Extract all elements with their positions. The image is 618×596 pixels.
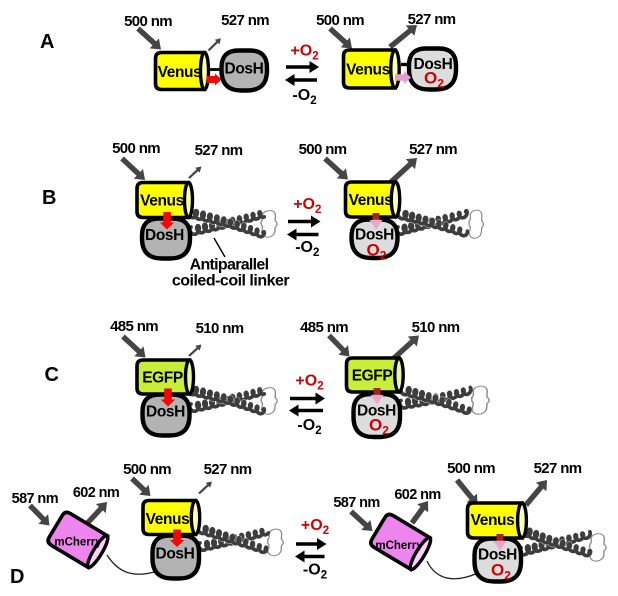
- svg-text:A: A: [40, 31, 54, 53]
- svg-text:587 nm: 587 nm: [333, 495, 379, 511]
- svg-text:Venus: Venus: [146, 511, 190, 528]
- svg-text:+O2: +O2: [301, 517, 329, 537]
- svg-text:Venus: Venus: [140, 193, 184, 210]
- svg-text:527 nm: 527 nm: [195, 142, 243, 159]
- svg-text:500 nm: 500 nm: [316, 12, 364, 29]
- svg-text:B: B: [42, 187, 56, 209]
- svg-text:500 nm: 500 nm: [112, 140, 160, 157]
- svg-text:D: D: [10, 566, 24, 588]
- svg-text:500 nm: 500 nm: [123, 461, 171, 478]
- svg-text:Venus: Venus: [471, 512, 515, 529]
- svg-text:DosH: DosH: [478, 547, 517, 564]
- svg-text:DosH: DosH: [145, 227, 184, 244]
- svg-text:mCherry: mCherry: [54, 537, 102, 549]
- svg-text:EGFP: EGFP: [142, 370, 183, 387]
- svg-text:+O2: +O2: [293, 196, 321, 216]
- svg-text:C: C: [45, 364, 59, 386]
- svg-text:DosH: DosH: [357, 403, 396, 420]
- svg-text:500 nm: 500 nm: [124, 13, 172, 30]
- svg-text:602 nm: 602 nm: [73, 485, 119, 501]
- svg-text:500 nm: 500 nm: [299, 141, 347, 158]
- svg-text:+O2: +O2: [295, 373, 323, 393]
- svg-text:510 nm: 510 nm: [196, 320, 244, 337]
- svg-text:527 nm: 527 nm: [221, 12, 269, 29]
- svg-text:Venus: Venus: [349, 192, 393, 209]
- svg-text:500 nm: 500 nm: [447, 460, 495, 477]
- svg-text:DosH: DosH: [146, 404, 185, 421]
- svg-text:DosH: DosH: [414, 56, 453, 73]
- svg-text:485 nm: 485 nm: [300, 319, 348, 336]
- svg-text:527 nm: 527 nm: [534, 460, 582, 477]
- svg-text:587 nm: 587 nm: [12, 491, 58, 507]
- svg-text:+O2: +O2: [290, 43, 318, 63]
- svg-text:coiled-coil linker: coiled-coil linker: [172, 273, 290, 290]
- svg-text:527 nm: 527 nm: [409, 141, 457, 158]
- svg-text:527 nm: 527 nm: [204, 461, 252, 478]
- svg-text:485 nm: 485 nm: [110, 318, 158, 335]
- svg-text:mCherry: mCherry: [375, 540, 423, 552]
- svg-text:Antiparallel: Antiparallel: [190, 256, 269, 273]
- svg-text:Venus: Venus: [346, 62, 390, 79]
- svg-text:510 nm: 510 nm: [412, 319, 460, 336]
- svg-text:527 nm: 527 nm: [408, 11, 456, 28]
- svg-text:602 nm: 602 nm: [394, 487, 440, 503]
- svg-text:EGFP: EGFP: [352, 368, 393, 385]
- svg-text:DosH: DosH: [225, 61, 264, 78]
- svg-text:Venus: Venus: [158, 64, 202, 81]
- svg-text:DosH: DosH: [156, 546, 195, 563]
- svg-text:DosH: DosH: [355, 227, 394, 244]
